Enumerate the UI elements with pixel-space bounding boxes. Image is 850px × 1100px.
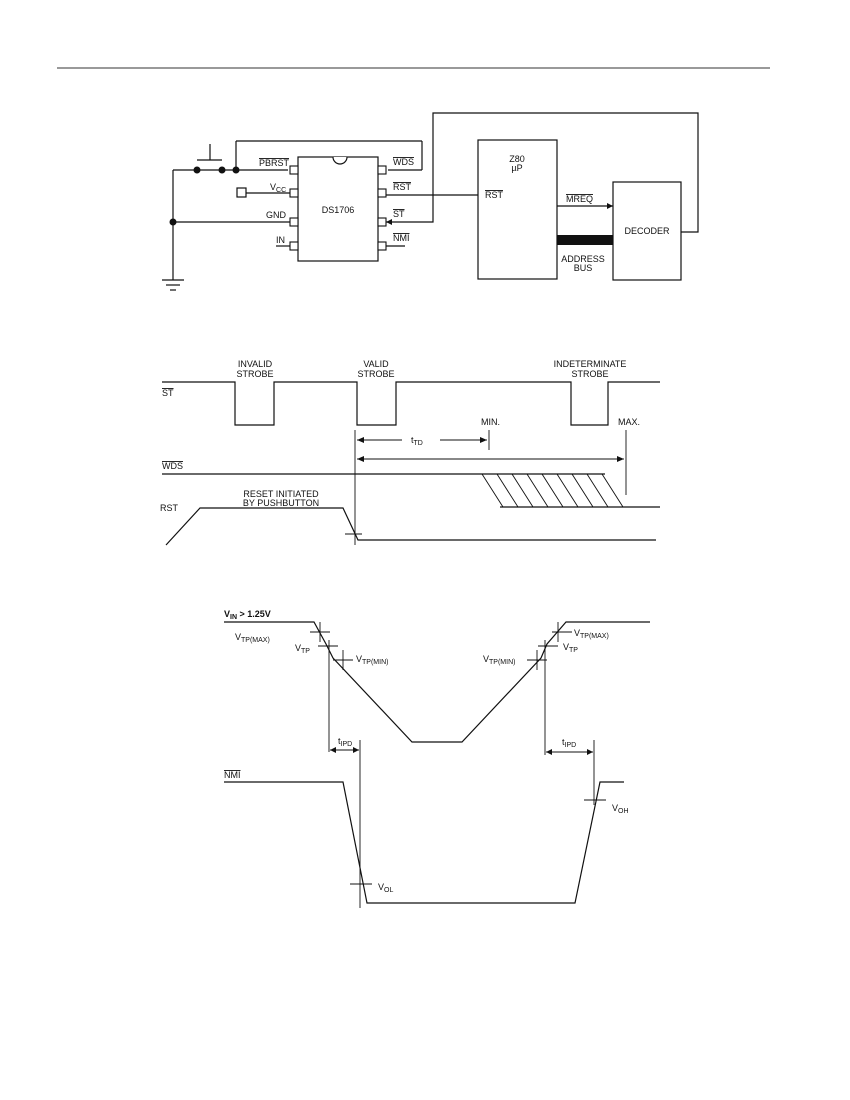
chip-pin [289, 217, 299, 227]
arrow-head [607, 203, 613, 209]
chip-name: DS1706 [322, 205, 355, 215]
arrow-head [480, 437, 487, 443]
nmi-timing: VIN > 1.25V VTP(MAX) VTP VTP(MIN) VTP(MA… [224, 609, 650, 908]
chip-pin [289, 188, 299, 198]
arrow-head [386, 219, 392, 225]
decoder-name: DECODER [624, 226, 670, 236]
wds-signal-label: WDS [162, 461, 183, 471]
st-feedback-wire [386, 112, 699, 233]
reset-label-2: BY PUSHBUTTON [243, 498, 319, 508]
invalid-label-1: INVALID [238, 359, 273, 369]
arrow-head [357, 456, 364, 462]
pin-label-pbrst: PBRST [259, 158, 290, 168]
z80-block [477, 139, 558, 280]
pin-label-rst: RST [393, 182, 412, 192]
pin-label-wds: WDS [393, 157, 414, 167]
vtpmax-left: VTP(MAX) [235, 632, 270, 644]
address-bus [557, 235, 613, 245]
chip-pin [289, 241, 299, 251]
nmi-signal-label: NMI [224, 770, 241, 780]
vol-label: VOL [378, 882, 393, 894]
chip-body [297, 156, 379, 262]
z80-rst-label: RST [485, 190, 504, 200]
bus-label-1: ADDRESS [561, 254, 605, 264]
node-dot [218, 166, 226, 174]
invalid-label-2: STROBE [236, 369, 273, 379]
voh-label: VOH [612, 803, 629, 815]
valid-label-1: VALID [363, 359, 389, 369]
z80-sub: µP [511, 163, 522, 173]
ttd-label: tTD [411, 435, 423, 447]
pin-label-gnd: GND [266, 210, 287, 220]
chip-pin [377, 165, 387, 175]
indet-label-1: INDETERMINATE [554, 359, 627, 369]
pin-label-st: ST [393, 209, 405, 219]
tipd-left-label: tIPD [338, 736, 352, 748]
decoder-block [612, 181, 682, 281]
vcc-terminal [236, 187, 247, 198]
indet-label-2: STROBE [571, 369, 608, 379]
strobe-timing: ST INVALID STROBE VALID STROBE INDETERMI… [160, 359, 660, 546]
chip-pin [289, 165, 299, 175]
chip-pin [377, 217, 387, 227]
nmi-waveform [224, 781, 624, 904]
tipd-right-label: tIPD [562, 737, 576, 749]
valid-label-2: STROBE [357, 369, 394, 379]
bus-label-2: BUS [574, 263, 593, 273]
mreq-label: MREQ [566, 194, 593, 204]
arrow-head [617, 456, 624, 462]
arrow-head [353, 747, 359, 753]
vin-waveform [224, 621, 650, 743]
vtp-left: VTP [295, 643, 310, 655]
vtp-right: VTP [563, 642, 578, 654]
arrow-head [587, 749, 593, 755]
pin-label-in: IN [276, 235, 285, 245]
ground-symbol [162, 279, 184, 291]
max-label: MAX. [618, 417, 640, 427]
schematic: DS1706 PBRST VCC GND IN WDS RST ST NMI Z… [162, 112, 699, 291]
arrow-head [546, 749, 552, 755]
st-signal-label: ST [162, 388, 174, 398]
node-dot [193, 166, 201, 174]
rst-signal-label: RST [160, 503, 179, 513]
pin-label-vcc: VCC [270, 182, 286, 194]
min-label: MIN. [481, 417, 500, 427]
reset-label-1: RESET INITIATED [243, 489, 319, 499]
vtpmax-right: VTP(MAX) [574, 628, 609, 640]
chip-pin [377, 241, 387, 251]
vin-label: VIN > 1.25V [224, 609, 271, 621]
wds-hatch [481, 473, 624, 508]
vtpmin-left: VTP(MIN) [356, 654, 388, 666]
vtpmin-right: VTP(MIN) [483, 654, 515, 666]
st-waveform [162, 381, 660, 426]
arrow-head [357, 437, 364, 443]
rst-waveform [165, 507, 656, 546]
arrow-head [330, 747, 336, 753]
pin-label-nmi: NMI [393, 233, 410, 243]
z80-name: Z80 [509, 154, 525, 164]
chip-pin [377, 188, 387, 198]
chip-notch [332, 156, 348, 165]
